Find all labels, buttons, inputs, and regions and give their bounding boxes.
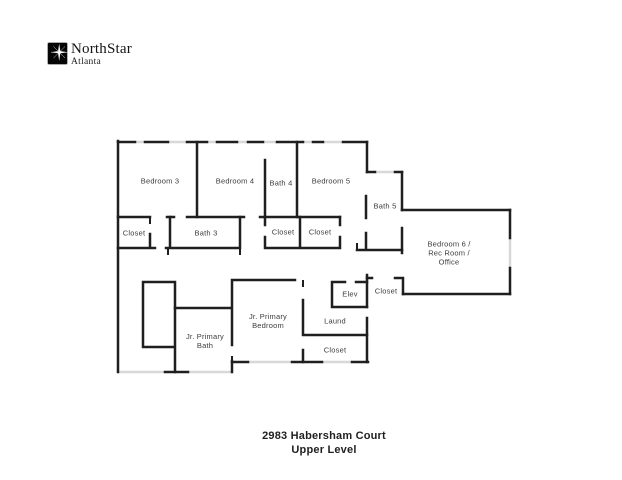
logo-city-name: Atlanta [71, 57, 102, 67]
room-label-bedroom-6-rec-room: Bedroom 6 / Rec Room / Office [427, 239, 471, 267]
room-label-closet-hall-2: Closet [308, 227, 332, 237]
room-label-bedroom-4: Bedroom 4 [215, 176, 255, 186]
room-label-bedroom-3: Bedroom 3 [140, 176, 180, 186]
room-label-bath-3: Bath 3 [194, 228, 218, 238]
room-label-jr-primary-bath: Jr. Primary Bath [185, 332, 225, 350]
room-label-closet-lower: Closet [323, 345, 347, 355]
door-jambs [149, 217, 358, 362]
logo-company-name: NorthStar [71, 41, 132, 57]
northstar-logo: NorthStar Atlanta [47, 42, 132, 67]
room-label-elevator: Elev [342, 289, 358, 299]
room-label-bath-4: Bath 4 [269, 178, 293, 188]
room-label-laundry: Laund [324, 316, 346, 326]
room-label-closet-elev-hall: Closet [374, 286, 398, 296]
footer: 2983 Habersham Court Upper Level [0, 429, 622, 457]
room-label-bath-5: Bath 5 [373, 201, 397, 211]
property-address: 2983 Habersham Court [262, 430, 386, 442]
window-openings [118, 140, 512, 374]
north-star-burst-icon [47, 42, 68, 65]
room-label-closet-bedroom-3: Closet [122, 228, 146, 238]
room-label-closet-hall-1: Closet [271, 227, 295, 237]
room-label-jr-primary-bedroom: Jr. Primary Bedroom [248, 312, 288, 330]
floor-level-title: Upper Level [291, 444, 357, 456]
room-label-bedroom-5: Bedroom 5 [311, 176, 351, 186]
interior-walls [116, 140, 405, 374]
logo-text: NorthStar Atlanta [71, 41, 132, 68]
